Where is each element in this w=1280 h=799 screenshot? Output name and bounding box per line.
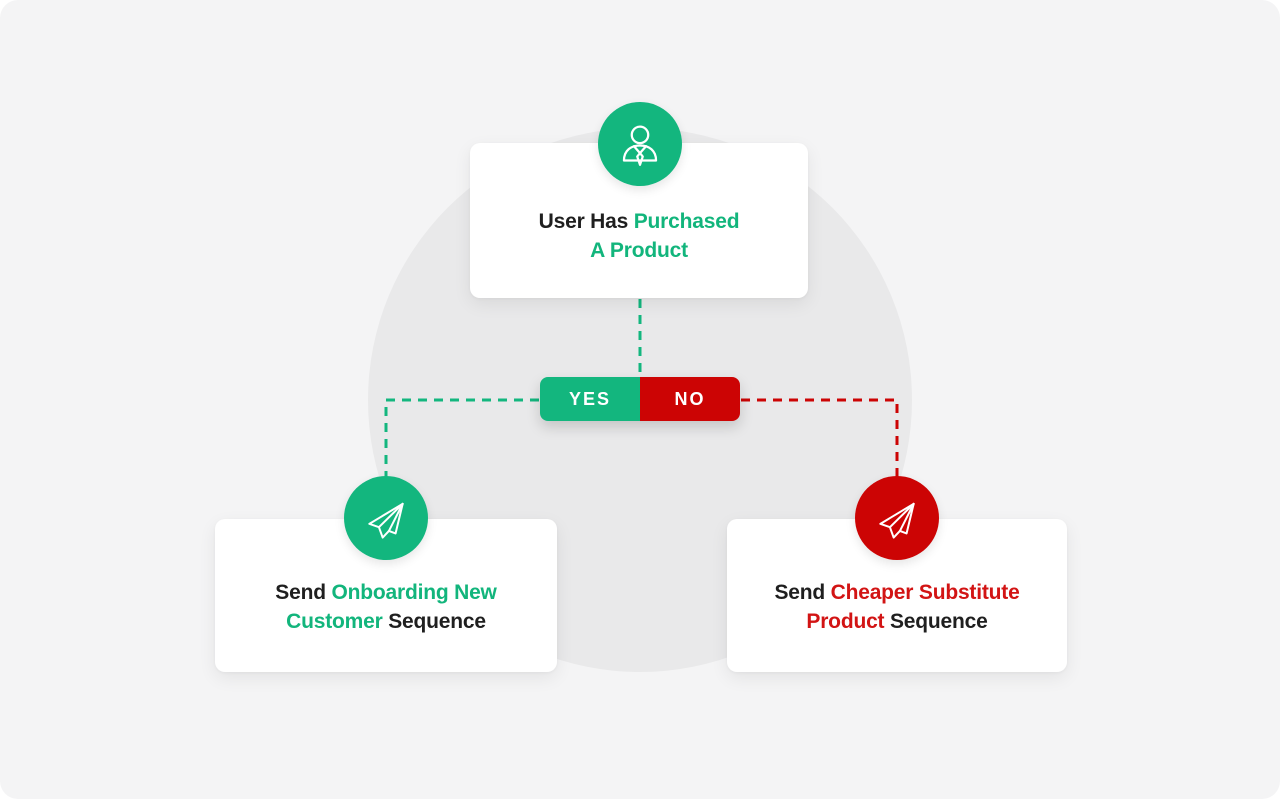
card-text-segment: A Product (590, 238, 688, 262)
card-text-segment: Customer (286, 609, 383, 633)
card-text-segment: Sequence (388, 609, 486, 633)
connector-yes-branch (384, 398, 539, 477)
card-text-segment: Onboarding New (331, 580, 497, 604)
user-node-circle (598, 102, 682, 186)
businessman-icon (622, 125, 658, 166)
card-text-segment: Send (275, 580, 326, 604)
substitute-node-circle (855, 476, 939, 560)
card-text-segment: Cheaper Substitute (830, 580, 1020, 604)
card-text-line: User Has Purchased (539, 207, 740, 236)
card-text-segment: Sequence (889, 609, 988, 633)
yes-button[interactable]: YES (540, 377, 640, 421)
connector-no-branch (741, 398, 899, 477)
paper-plane-icon (879, 502, 915, 539)
card-text-line: Product Sequence (806, 607, 987, 636)
card-text-segment: Purchased (633, 209, 740, 233)
decision-pill: YES NO (540, 377, 740, 421)
card-text-line: Send Cheaper Substitute (774, 578, 1019, 607)
card-text-segment: Product (806, 609, 885, 633)
card-text-segment: Send (774, 580, 825, 604)
card-text-line: A Product (590, 236, 688, 265)
paper-plane-icon (368, 502, 404, 539)
card-text-line: Customer Sequence (286, 607, 486, 636)
card-text-line: Send Onboarding New (275, 578, 497, 607)
no-button[interactable]: NO (640, 377, 740, 421)
onboarding-node-circle (344, 476, 428, 560)
card-text-segment: User Has (538, 209, 629, 233)
